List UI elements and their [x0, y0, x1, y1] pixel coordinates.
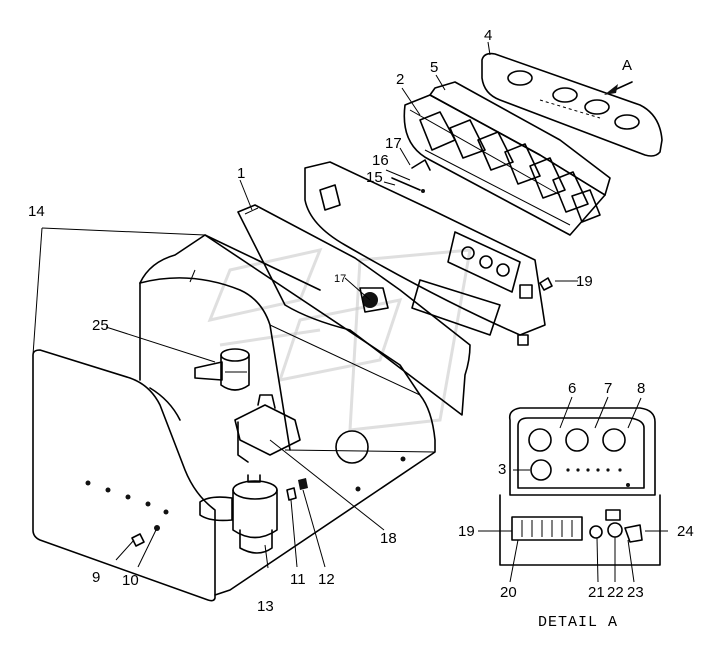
leader-lines: [32, 41, 668, 583]
callout-labels: 1 2 3 4 5 6 7 8 9 10 11 12 13 14 15 16 1…: [28, 27, 694, 615]
callout-11: 11: [290, 571, 306, 588]
callout-12: 12: [318, 571, 335, 588]
front-cover-panel: [32, 349, 216, 602]
small-fasteners: [286, 478, 308, 501]
callout-14: 14: [28, 203, 45, 220]
callout-1: 1: [237, 165, 245, 182]
view-arrow-label: A: [622, 57, 632, 74]
callout-2: 2: [396, 71, 404, 88]
callout-10: 10: [122, 572, 139, 589]
callout-8: 8: [637, 380, 645, 397]
callout-19-detail: 19: [458, 523, 475, 540]
detail-caption: DETAIL A: [538, 614, 618, 631]
gauge-cluster: [403, 94, 606, 236]
callout-17-upper: 17: [385, 135, 402, 152]
callout-7: 7: [604, 380, 612, 397]
screws: [391, 159, 431, 193]
view-arrow: A: [604, 57, 633, 95]
callout-23: 23: [627, 584, 644, 601]
callout-17-lower: 17: [334, 273, 346, 285]
callout-20: 20: [500, 584, 517, 601]
inner-panel: [237, 204, 471, 416]
callout-21: 21: [588, 584, 605, 601]
callout-24: 24: [677, 523, 694, 540]
callout-9: 9: [92, 569, 100, 586]
callout-25: 25: [92, 317, 109, 334]
callout-4: 4: [484, 27, 492, 44]
bezel-frame: [429, 81, 611, 196]
callout-13: 13: [257, 598, 274, 615]
bracket-part: [234, 394, 301, 463]
callout-16: 16: [372, 152, 389, 169]
callout-3: 3: [498, 461, 506, 478]
switch-assembly: [194, 348, 250, 391]
callout-6: 6: [568, 380, 576, 397]
relay-assembly: [199, 474, 278, 554]
detail-a-view: [499, 407, 661, 566]
callout-19-main: 19: [576, 273, 593, 290]
callout-18: 18: [380, 530, 397, 547]
connector-19: [539, 277, 553, 291]
callout-15: 15: [366, 169, 383, 186]
callout-22: 22: [607, 584, 624, 601]
callout-5: 5: [430, 59, 438, 76]
console-housing: [139, 234, 436, 596]
trim-plate: [481, 52, 663, 157]
